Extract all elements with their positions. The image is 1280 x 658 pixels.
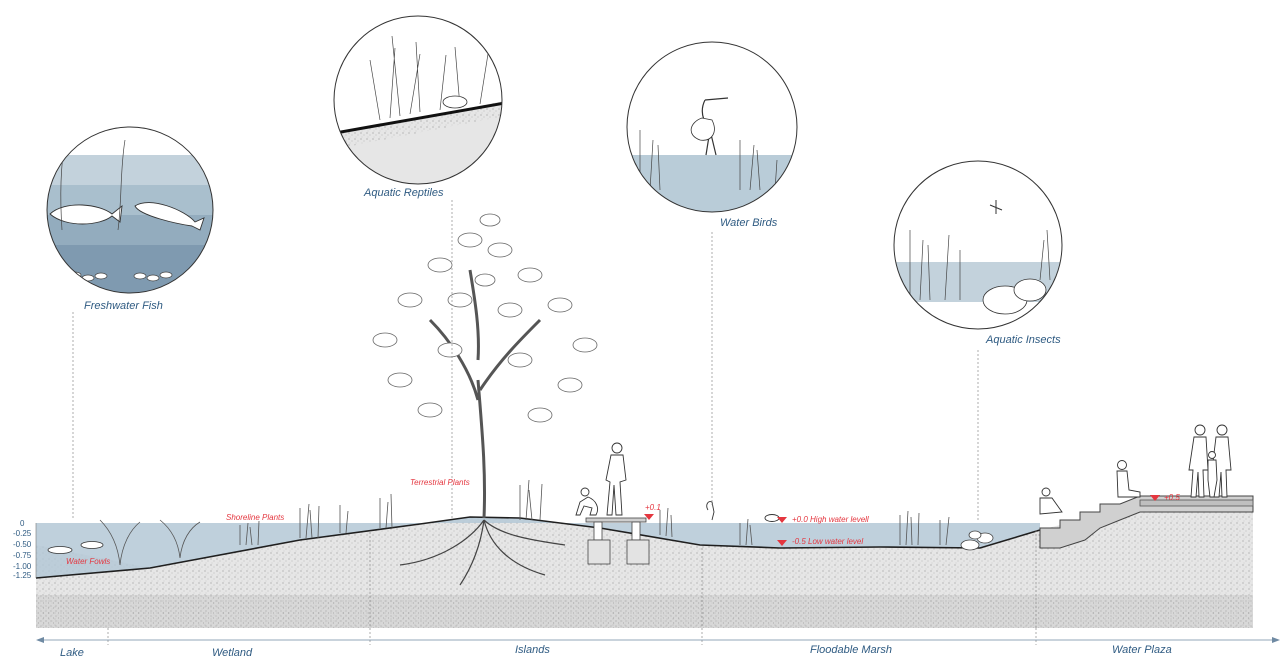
terrain-line — [35, 516, 1041, 579]
high-water-marker — [777, 517, 787, 523]
label-boardwalk-level: +0.1 — [645, 503, 661, 512]
callout-freshwater-fish: Freshwater Fish — [46, 126, 214, 312]
label-terrestrial-plants: Terrestrial Plants — [410, 478, 470, 487]
zone-wetland: Wetland — [212, 647, 253, 658]
rocks — [960, 530, 994, 551]
depth-050: -0.50 — [13, 540, 32, 549]
label-water-fowls: Water Fowls — [66, 557, 110, 566]
low-water-marker — [777, 540, 787, 546]
leader-lines — [72, 200, 1037, 645]
label-shoreline-plants: Shoreline Plants — [226, 513, 284, 522]
callout-label-freshwater-fish: Freshwater Fish — [84, 300, 163, 312]
depth-gauge: 0 -0.25 -0.50 -0.75 -1.00 -1.25 — [13, 519, 37, 580]
plaza-steps — [1039, 495, 1254, 549]
callout-label-aquatic-insects: Aquatic Insects — [985, 334, 1061, 346]
depth-0: 0 — [20, 519, 25, 528]
label-plaza-level: +0.5 — [1164, 493, 1180, 502]
depth-100: -1.00 — [13, 562, 32, 571]
zone-floodable-marsh: Floodable Marsh — [810, 644, 892, 656]
shoreline-vegetation — [99, 479, 950, 566]
depth-075: -0.75 — [13, 551, 32, 560]
label-high-water: +0.0 High water levell — [792, 515, 869, 524]
water-body — [36, 517, 1040, 578]
boardwalk — [585, 517, 650, 565]
people-figures — [575, 424, 1232, 522]
callout-label-aquatic-reptiles: Aquatic Reptiles — [363, 187, 444, 199]
label-low-water: -0.5 Low water level — [792, 537, 863, 546]
depth-025: -0.25 — [13, 529, 32, 538]
callout-aquatic-reptiles: Aquatic Reptiles — [333, 15, 503, 199]
ground-section — [35, 495, 1254, 628]
plaza-level-marker — [1150, 495, 1160, 501]
lake-fish — [47, 541, 104, 554]
callout-aquatic-insects: Aquatic Insects — [893, 160, 1063, 346]
zone-axis: Lake Wetland Islands Floodable Marsh Wat… — [36, 637, 1280, 658]
boardwalk-level-marker — [644, 514, 654, 520]
annotations: Shoreline Plants Terrestrial Plants Wate… — [66, 478, 1180, 566]
zone-water-plaza: Water Plaza — [1112, 644, 1172, 656]
callout-label-water-birds: Water Birds — [720, 217, 778, 229]
zone-lake: Lake — [60, 647, 84, 658]
callout-water-birds: Water Birds — [626, 41, 798, 229]
island-tree — [372, 213, 598, 586]
depth-125: -1.25 — [13, 571, 32, 580]
zone-islands: Islands — [515, 644, 550, 656]
